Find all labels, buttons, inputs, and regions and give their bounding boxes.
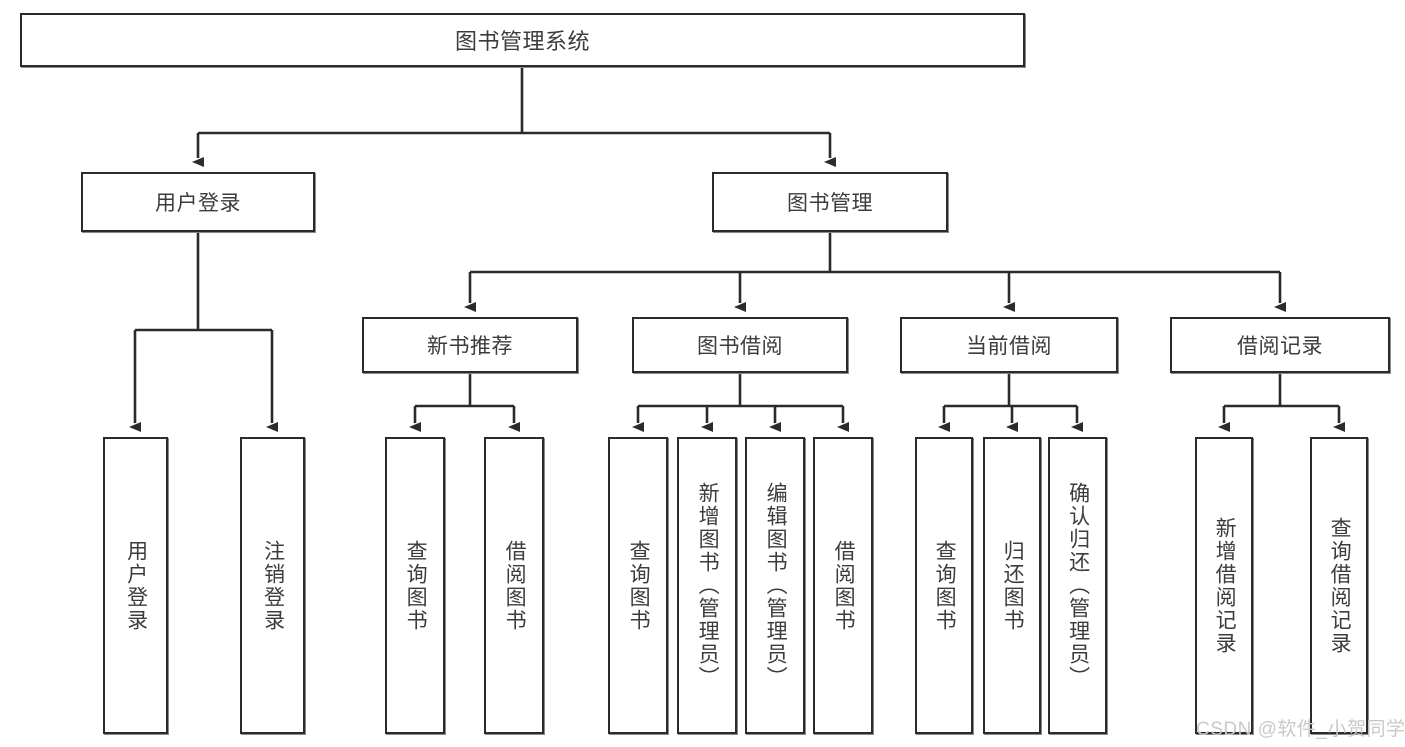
- node-leaf-add-book[interactable]: 新增图书（管理员）: [677, 437, 737, 734]
- node-leaf-borrow-book-1[interactable]: 借阅图书: [484, 437, 544, 734]
- node-label: 注销登录: [261, 539, 285, 632]
- connector-userlogin-to-leaves: [129, 232, 278, 432]
- node-label: 用户登录: [155, 192, 241, 215]
- node-label: 查询图书: [404, 539, 428, 632]
- connector-borrowrecord-to-leaves: [1218, 373, 1345, 432]
- node-new-book-recommend[interactable]: 新书推荐: [362, 317, 578, 373]
- node-label: 借阅记录: [1237, 335, 1323, 358]
- node-label: 新增图书（管理员）: [696, 482, 720, 689]
- connector-newbook-to-leaves: [409, 373, 520, 432]
- node-leaf-query-book-1[interactable]: 查询图书: [385, 437, 445, 734]
- node-borrow-record[interactable]: 借阅记录: [1170, 317, 1390, 373]
- node-leaf-query-book-3[interactable]: 查询图书: [915, 437, 973, 734]
- connector-currentborrow-to-leaves: [938, 373, 1083, 432]
- node-root[interactable]: 图书管理系统: [20, 13, 1025, 67]
- node-label: 确认归还（管理员）: [1066, 482, 1090, 689]
- connector-bookmanage-to-level3: [464, 232, 1286, 312]
- node-label: 借阅图书: [832, 539, 856, 632]
- node-leaf-user-logout[interactable]: 注销登录: [240, 437, 305, 734]
- node-leaf-confirm-return[interactable]: 确认归还（管理员）: [1048, 437, 1107, 734]
- node-leaf-add-record[interactable]: 新增借阅记录: [1195, 437, 1253, 734]
- node-leaf-edit-book[interactable]: 编辑图书（管理员）: [745, 437, 805, 734]
- node-leaf-query-book-2[interactable]: 查询图书: [608, 437, 668, 734]
- node-leaf-borrow-book-2[interactable]: 借阅图书: [813, 437, 873, 734]
- node-leaf-user-login[interactable]: 用户登录: [103, 437, 168, 734]
- node-leaf-return-book[interactable]: 归还图书: [983, 437, 1041, 734]
- node-label: 图书管理: [787, 192, 873, 215]
- node-label: 用户登录: [124, 539, 148, 632]
- node-current-borrow[interactable]: 当前借阅: [900, 317, 1118, 373]
- node-book-borrow[interactable]: 图书借阅: [632, 317, 848, 373]
- node-label: 新书推荐: [427, 335, 513, 358]
- node-label: 查询图书: [627, 539, 651, 632]
- node-leaf-query-record[interactable]: 查询借阅记录: [1310, 437, 1368, 734]
- node-label: 新增借阅记录: [1213, 516, 1237, 655]
- csdn-watermark: CSDN @软件_小贺同学: [1196, 719, 1405, 740]
- node-label: 图书借阅: [697, 335, 783, 358]
- node-user-login[interactable]: 用户登录: [81, 172, 315, 232]
- connector-root-to-level2: [192, 67, 836, 167]
- node-label: 当前借阅: [966, 335, 1052, 358]
- connector-bookborrow-to-leaves: [632, 373, 849, 432]
- node-label: 查询图书: [933, 539, 957, 632]
- node-label: 查询借阅记录: [1328, 516, 1352, 655]
- node-label: 图书管理系统: [454, 29, 590, 54]
- node-label: 编辑图书（管理员）: [764, 482, 788, 689]
- node-label: 归还图书: [1001, 539, 1025, 632]
- node-label: 借阅图书: [503, 539, 527, 632]
- node-book-manage[interactable]: 图书管理: [712, 172, 948, 232]
